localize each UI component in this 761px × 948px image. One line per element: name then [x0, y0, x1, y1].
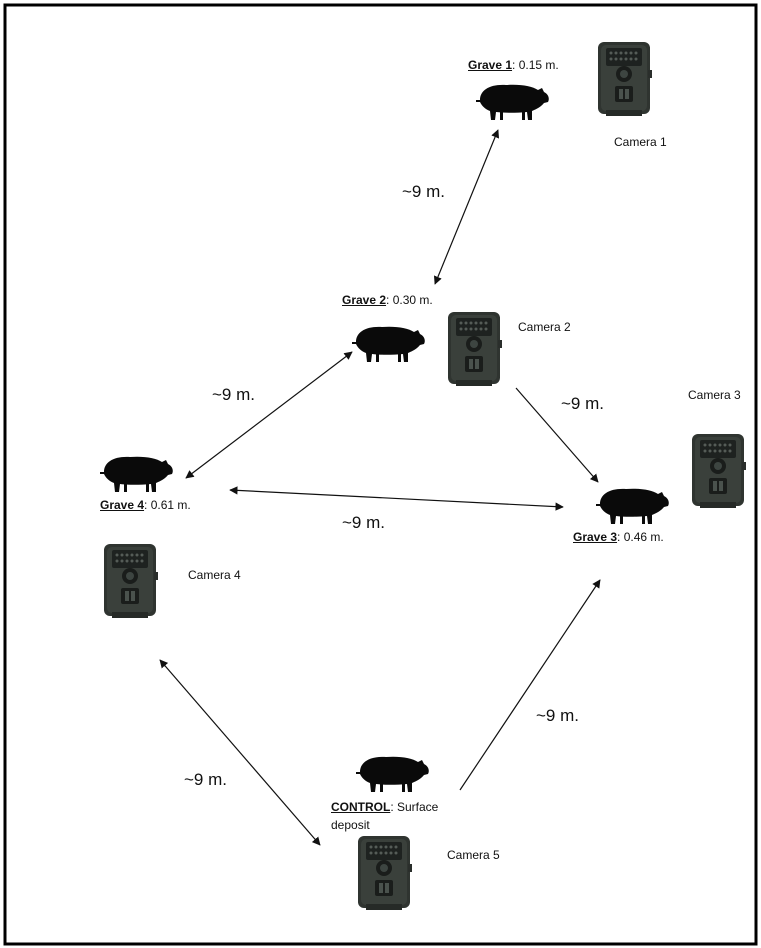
distance-label: ~9 m.: [536, 706, 579, 725]
grave-3-label: Grave 3: 0.46 m.: [573, 530, 664, 544]
diagram-frame: [3, 3, 758, 946]
pig-icon: [352, 326, 425, 362]
grave-2-label: Grave 2: 0.30 m.: [342, 293, 433, 307]
distance-label: ~9 m.: [561, 394, 604, 413]
grave-name: Grave 2: [342, 293, 387, 307]
arrow-grave4-grave3: [229, 486, 564, 511]
arrow-grave1-grave2: [433, 129, 500, 285]
grave-depth: 0.61 m.: [150, 498, 191, 512]
control-label: CONTROL: Surface deposit: [331, 800, 439, 832]
grave-depth: 0.15 m.: [518, 58, 559, 72]
camera-1-label: Camera 1: [614, 135, 667, 149]
pig-icon: [356, 756, 429, 792]
grave-depth: Surface deposit: [331, 800, 439, 832]
grave-name: Grave 1: [468, 58, 513, 72]
distance-label: ~9 m.: [402, 182, 445, 201]
arrow-grave2-grave4: [185, 351, 353, 479]
arrow-camera4-camera5: [159, 659, 321, 846]
distance-label: ~9 m.: [184, 770, 227, 789]
pig-icon: [100, 456, 173, 492]
camera-2-label: Camera 2: [518, 320, 571, 334]
trail-camera-icon: [358, 836, 412, 910]
arrow-camera2-grave3: [515, 387, 599, 483]
grave-depth: 0.30 m.: [392, 293, 433, 307]
trail-camera-icon: [692, 434, 746, 508]
arrow-control-grave3: [459, 579, 601, 791]
camera-3-label: Camera 3: [688, 388, 741, 402]
distance-label: ~9 m.: [342, 513, 385, 532]
grave-depth: 0.46 m.: [623, 530, 664, 544]
distance-label: ~9 m.: [212, 385, 255, 404]
grave-name: CONTROL: [331, 800, 391, 814]
camera-5-label: Camera 5: [447, 848, 500, 862]
grave-name: Grave 3: [573, 530, 618, 544]
grave-name: Grave 4: [100, 498, 145, 512]
grave-1-label: Grave 1: 0.15 m.: [468, 58, 559, 72]
trail-camera-icon: [448, 312, 502, 386]
grave-4-label: Grave 4: 0.61 m.: [100, 498, 191, 512]
trail-camera-icon: [104, 544, 158, 618]
trail-camera-icon: [598, 42, 652, 116]
camera-4-label: Camera 4: [188, 568, 241, 582]
pig-icon: [476, 84, 549, 120]
pig-icon: [596, 488, 669, 524]
